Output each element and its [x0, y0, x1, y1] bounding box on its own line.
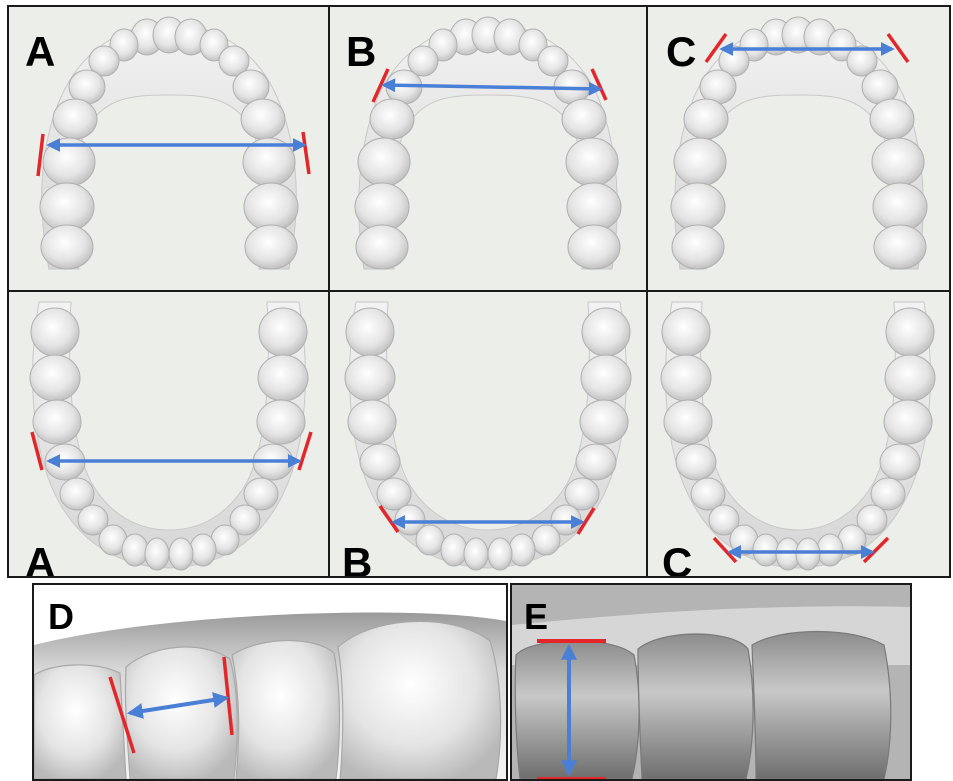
lower-arch-illustration: [9, 292, 328, 576]
crown-height-illustration: [512, 585, 910, 779]
upper-arch-illustration: [9, 7, 328, 290]
panel-upper-arch-b: B: [328, 5, 648, 292]
boundary-mark-left: [38, 134, 43, 176]
panel-label: E: [524, 599, 548, 635]
panel-label: C: [666, 31, 696, 73]
panel-label: B: [342, 542, 372, 578]
panel-lower-arch-b: B: [328, 290, 648, 578]
panel-label: A: [25, 542, 55, 578]
mesiodistal-width-illustration: [34, 585, 506, 779]
lower-arch-illustration: [648, 292, 949, 576]
panel-lower-arch-c: C: [646, 290, 951, 578]
panel-label: D: [48, 599, 74, 635]
panel-detail-e: E: [510, 583, 912, 781]
panel-label: C: [662, 542, 692, 578]
panel-lower-arch-a: A: [7, 290, 330, 578]
panel-upper-arch-a: A: [7, 5, 330, 292]
panel-upper-arch-c: C: [646, 5, 951, 292]
upper-arch-illustration: [330, 7, 646, 290]
lower-arch-illustration: [330, 292, 646, 576]
panel-detail-d: D: [32, 583, 508, 781]
panel-label: A: [25, 31, 55, 73]
boundary-mark-right: [303, 132, 309, 174]
panel-label: B: [346, 31, 376, 73]
